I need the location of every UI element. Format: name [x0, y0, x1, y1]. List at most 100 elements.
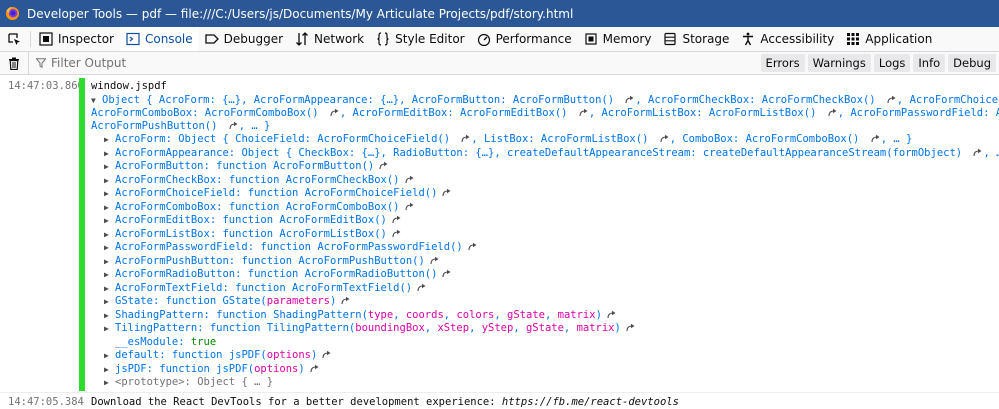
object-property-row[interactable]: __esModule: true	[104, 336, 216, 349]
object-property-row[interactable]: ▶AcroFormButton: function AcroFormButton…	[104, 160, 389, 173]
object-property-row[interactable]: ▶<prototype>: Object { … }	[104, 376, 273, 389]
tab-storage[interactable]: Storage	[657, 27, 735, 51]
jump-to-definition-icon[interactable]	[660, 134, 670, 143]
object-property-row[interactable]: ▶jsPDF: function jsPDF(options)	[104, 363, 320, 376]
property-key: GState	[115, 295, 153, 307]
expand-toggle-icon[interactable]: ▶	[104, 135, 109, 144]
tab-console[interactable]: Console	[119, 27, 199, 51]
expand-toggle-icon[interactable]: ▶	[104, 243, 109, 252]
expand-toggle-icon[interactable]: ▶	[104, 364, 109, 374]
expand-toggle-icon[interactable]: ▶	[104, 202, 109, 212]
filter-debug-button[interactable]: Debug	[948, 54, 996, 72]
object-property-row[interactable]: ▶AcroFormPasswordField: function AcroFor…	[104, 241, 478, 254]
property-key: AcroFormButton	[115, 160, 204, 172]
jump-to-definition-icon[interactable]	[871, 134, 881, 143]
jump-to-definition-icon[interactable]	[430, 256, 440, 265]
object-property-row[interactable]: ▶GState: function GState(parameters)	[104, 295, 351, 308]
tab-accessibility[interactable]: Accessibility	[735, 27, 840, 51]
jump-to-definition-icon[interactable]	[442, 188, 452, 197]
tab-memory[interactable]: Memory	[578, 27, 658, 51]
expand-toggle-icon[interactable]: ▶	[104, 297, 109, 306]
expand-toggle-icon[interactable]: ▶	[104, 229, 109, 239]
object-property-row[interactable]: ▶AcroFormRadioButton: function AcroFormR…	[104, 268, 452, 281]
expand-toggle-icon[interactable]: ▶	[104, 283, 109, 293]
object-summary-line[interactable]: AcroFormPushButton() , … }	[91, 120, 270, 133]
jump-to-definition-icon[interactable]	[404, 202, 415, 211]
object-property-row[interactable]: ▶AcroFormTextField: function AcroFormTex…	[104, 282, 427, 295]
tab-label: Inspector	[58, 32, 114, 46]
message-timestamp: 14:47:03.860	[8, 80, 84, 92]
object-property-row[interactable]: ▶AcroFormListBox: function AcroFormListB…	[104, 228, 402, 241]
inspector-icon	[39, 32, 53, 46]
jump-to-definition-icon[interactable]	[468, 242, 478, 251]
jump-to-definition-icon[interactable]	[461, 134, 471, 143]
jump-to-definition-icon[interactable]	[973, 148, 983, 157]
jump-to-definition-icon[interactable]	[607, 310, 617, 319]
console-output[interactable]: 14:47:03.860 window.jspdf ▼Object { Acro…	[0, 75, 999, 409]
object-property-row[interactable]: ▶default: function jsPDF(options)	[104, 349, 332, 362]
jump-to-definition-icon[interactable]	[404, 175, 415, 184]
window-titlebar: Developer Tools — pdf — file:///C:/Users…	[0, 0, 999, 27]
object-property-row[interactable]: ▶TilingPattern: function TilingPattern(b…	[104, 322, 636, 335]
object-property-row[interactable]: ▶AcroForm: Object { ChoiceField: AcroFor…	[104, 133, 912, 146]
object-summary-line[interactable]: AcroFormComboBox: AcroFormComboBox() , A…	[91, 107, 999, 120]
clear-console-button[interactable]	[0, 57, 28, 70]
jump-to-definition-icon[interactable]	[442, 269, 452, 278]
jump-to-definition-icon[interactable]	[579, 108, 589, 117]
filter-errors-button[interactable]: Errors	[760, 54, 805, 72]
jump-to-definition-icon[interactable]	[887, 95, 897, 104]
jump-to-definition-icon[interactable]	[626, 323, 636, 332]
element-picker-button[interactable]	[0, 27, 28, 51]
property-key: default	[115, 349, 160, 361]
filter-logs-button[interactable]: Logs	[873, 54, 911, 72]
property-key: ShadingPattern	[115, 308, 204, 321]
collapse-toggle-icon[interactable]: ▼	[91, 96, 96, 105]
filter-warnings-button[interactable]: Warnings	[807, 54, 871, 72]
object-property-row[interactable]: ▶AcroFormEditBox: function AcroFormEditB…	[104, 214, 402, 227]
expand-toggle-icon[interactable]: ▶	[104, 216, 109, 225]
jump-to-definition-icon[interactable]	[310, 364, 320, 373]
object-property-row[interactable]: ▶AcroFormCheckBox: function AcroFormChec…	[104, 174, 415, 187]
expand-toggle-icon[interactable]: ▶	[104, 310, 109, 320]
filter-output-input[interactable]	[46, 56, 651, 70]
object-property-row[interactable]: ▶AcroFormChoiceField: function AcroFormC…	[104, 187, 452, 200]
jump-to-definition-icon[interactable]	[828, 108, 838, 117]
object-summary-line[interactable]: ▼Object { AcroForm: {…}, AcroFormAppeara…	[91, 94, 999, 107]
tab-application[interactable]: Application	[840, 27, 938, 51]
jump-to-definition-icon[interactable]	[417, 283, 427, 292]
object-property-row[interactable]: ▶ShadingPattern: function ShadingPattern…	[104, 309, 617, 322]
jump-to-definition-icon[interactable]	[229, 121, 239, 130]
expand-toggle-icon[interactable]: ▶	[104, 270, 109, 279]
jump-to-definition-icon[interactable]	[322, 350, 332, 359]
property-value: function jsPDF(options)	[159, 362, 305, 375]
react-devtools-link[interactable]: https://fb.me/react-devtools	[501, 396, 679, 408]
tab-network[interactable]: Network	[289, 27, 370, 51]
expand-toggle-icon[interactable]: ▶	[104, 175, 109, 185]
expand-toggle-icon[interactable]: ▶	[104, 162, 109, 171]
object-property-row[interactable]: ▶AcroFormAppearance: Object { CheckBox: …	[104, 147, 999, 160]
expand-toggle-icon[interactable]: ▶	[104, 378, 109, 387]
tab-performance[interactable]: Performance	[471, 27, 578, 51]
jump-to-definition-icon[interactable]	[341, 296, 351, 305]
expand-toggle-icon[interactable]: ▶	[104, 189, 109, 198]
property-colon: :	[216, 200, 229, 213]
object-property-row[interactable]: ▶AcroFormComboBox: function AcroFormComb…	[104, 201, 415, 214]
object-property-row[interactable]: ▶AcroFormPushButton: function AcroFormPu…	[104, 255, 440, 268]
expand-toggle-icon[interactable]: ▶	[104, 148, 109, 158]
expand-toggle-icon[interactable]: ▶	[104, 351, 109, 360]
trash-icon	[9, 57, 19, 70]
tab-style-editor[interactable]: Style Editor	[370, 27, 470, 51]
property-colon: :	[203, 160, 217, 172]
function-param: xStep	[437, 322, 470, 334]
jump-to-definition-icon[interactable]	[392, 229, 402, 238]
jump-to-definition-icon[interactable]	[392, 215, 402, 224]
filter-info-button[interactable]: Info	[913, 54, 946, 72]
jump-to-definition-icon[interactable]	[625, 95, 635, 104]
expand-toggle-icon[interactable]: ▶	[104, 324, 109, 333]
jump-to-definition-icon[interactable]	[379, 161, 389, 170]
expand-toggle-icon[interactable]: ▶	[104, 256, 109, 266]
tab-debugger[interactable]: Debugger	[199, 27, 289, 51]
tab-inspector[interactable]: Inspector	[33, 27, 120, 51]
jump-to-definition-icon[interactable]	[330, 108, 340, 117]
property-value: function AcroFormRadioButton()	[247, 268, 438, 280]
